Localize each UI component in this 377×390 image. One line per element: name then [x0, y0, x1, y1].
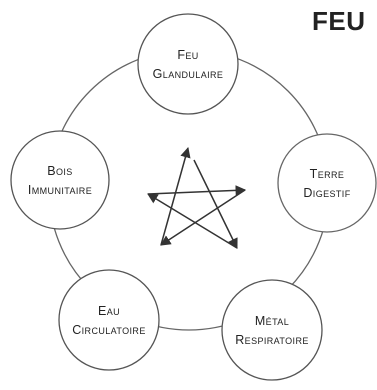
- node-bois-line1: Bois: [47, 164, 72, 178]
- arrow-metal-to-bois: [147, 193, 238, 249]
- arrow-bois-to-terre: [147, 185, 247, 196]
- arrow-feu-to-metal: [193, 159, 238, 249]
- arrow-eau-to-feu: [160, 146, 191, 246]
- pentagram-arrows: [147, 146, 247, 249]
- node-metal-line1: Métal: [255, 314, 289, 328]
- node-bois: Bois Immunitaire: [10, 130, 110, 230]
- node-metal-line2: Respiratoire: [235, 333, 309, 347]
- node-eau-line1: Eau: [98, 304, 120, 318]
- node-terre: Terre Digestif: [277, 133, 377, 233]
- node-terre-line2: Digestif: [303, 186, 350, 200]
- node-bois-line2: Immunitaire: [28, 183, 92, 197]
- node-eau: Eau Circulatoire: [58, 269, 160, 371]
- arrow-terre-to-eau: [160, 189, 246, 246]
- node-feu-line1: Feu: [177, 48, 198, 62]
- node-terre-line1: Terre: [310, 167, 345, 181]
- node-metal: Métal Respiratoire: [221, 279, 323, 381]
- diagram-title: FEU: [312, 6, 366, 36]
- node-feu-line2: Glandulaire: [153, 67, 224, 81]
- node-eau-line2: Circulatoire: [72, 323, 146, 337]
- node-feu: Feu Glandulaire: [137, 13, 239, 115]
